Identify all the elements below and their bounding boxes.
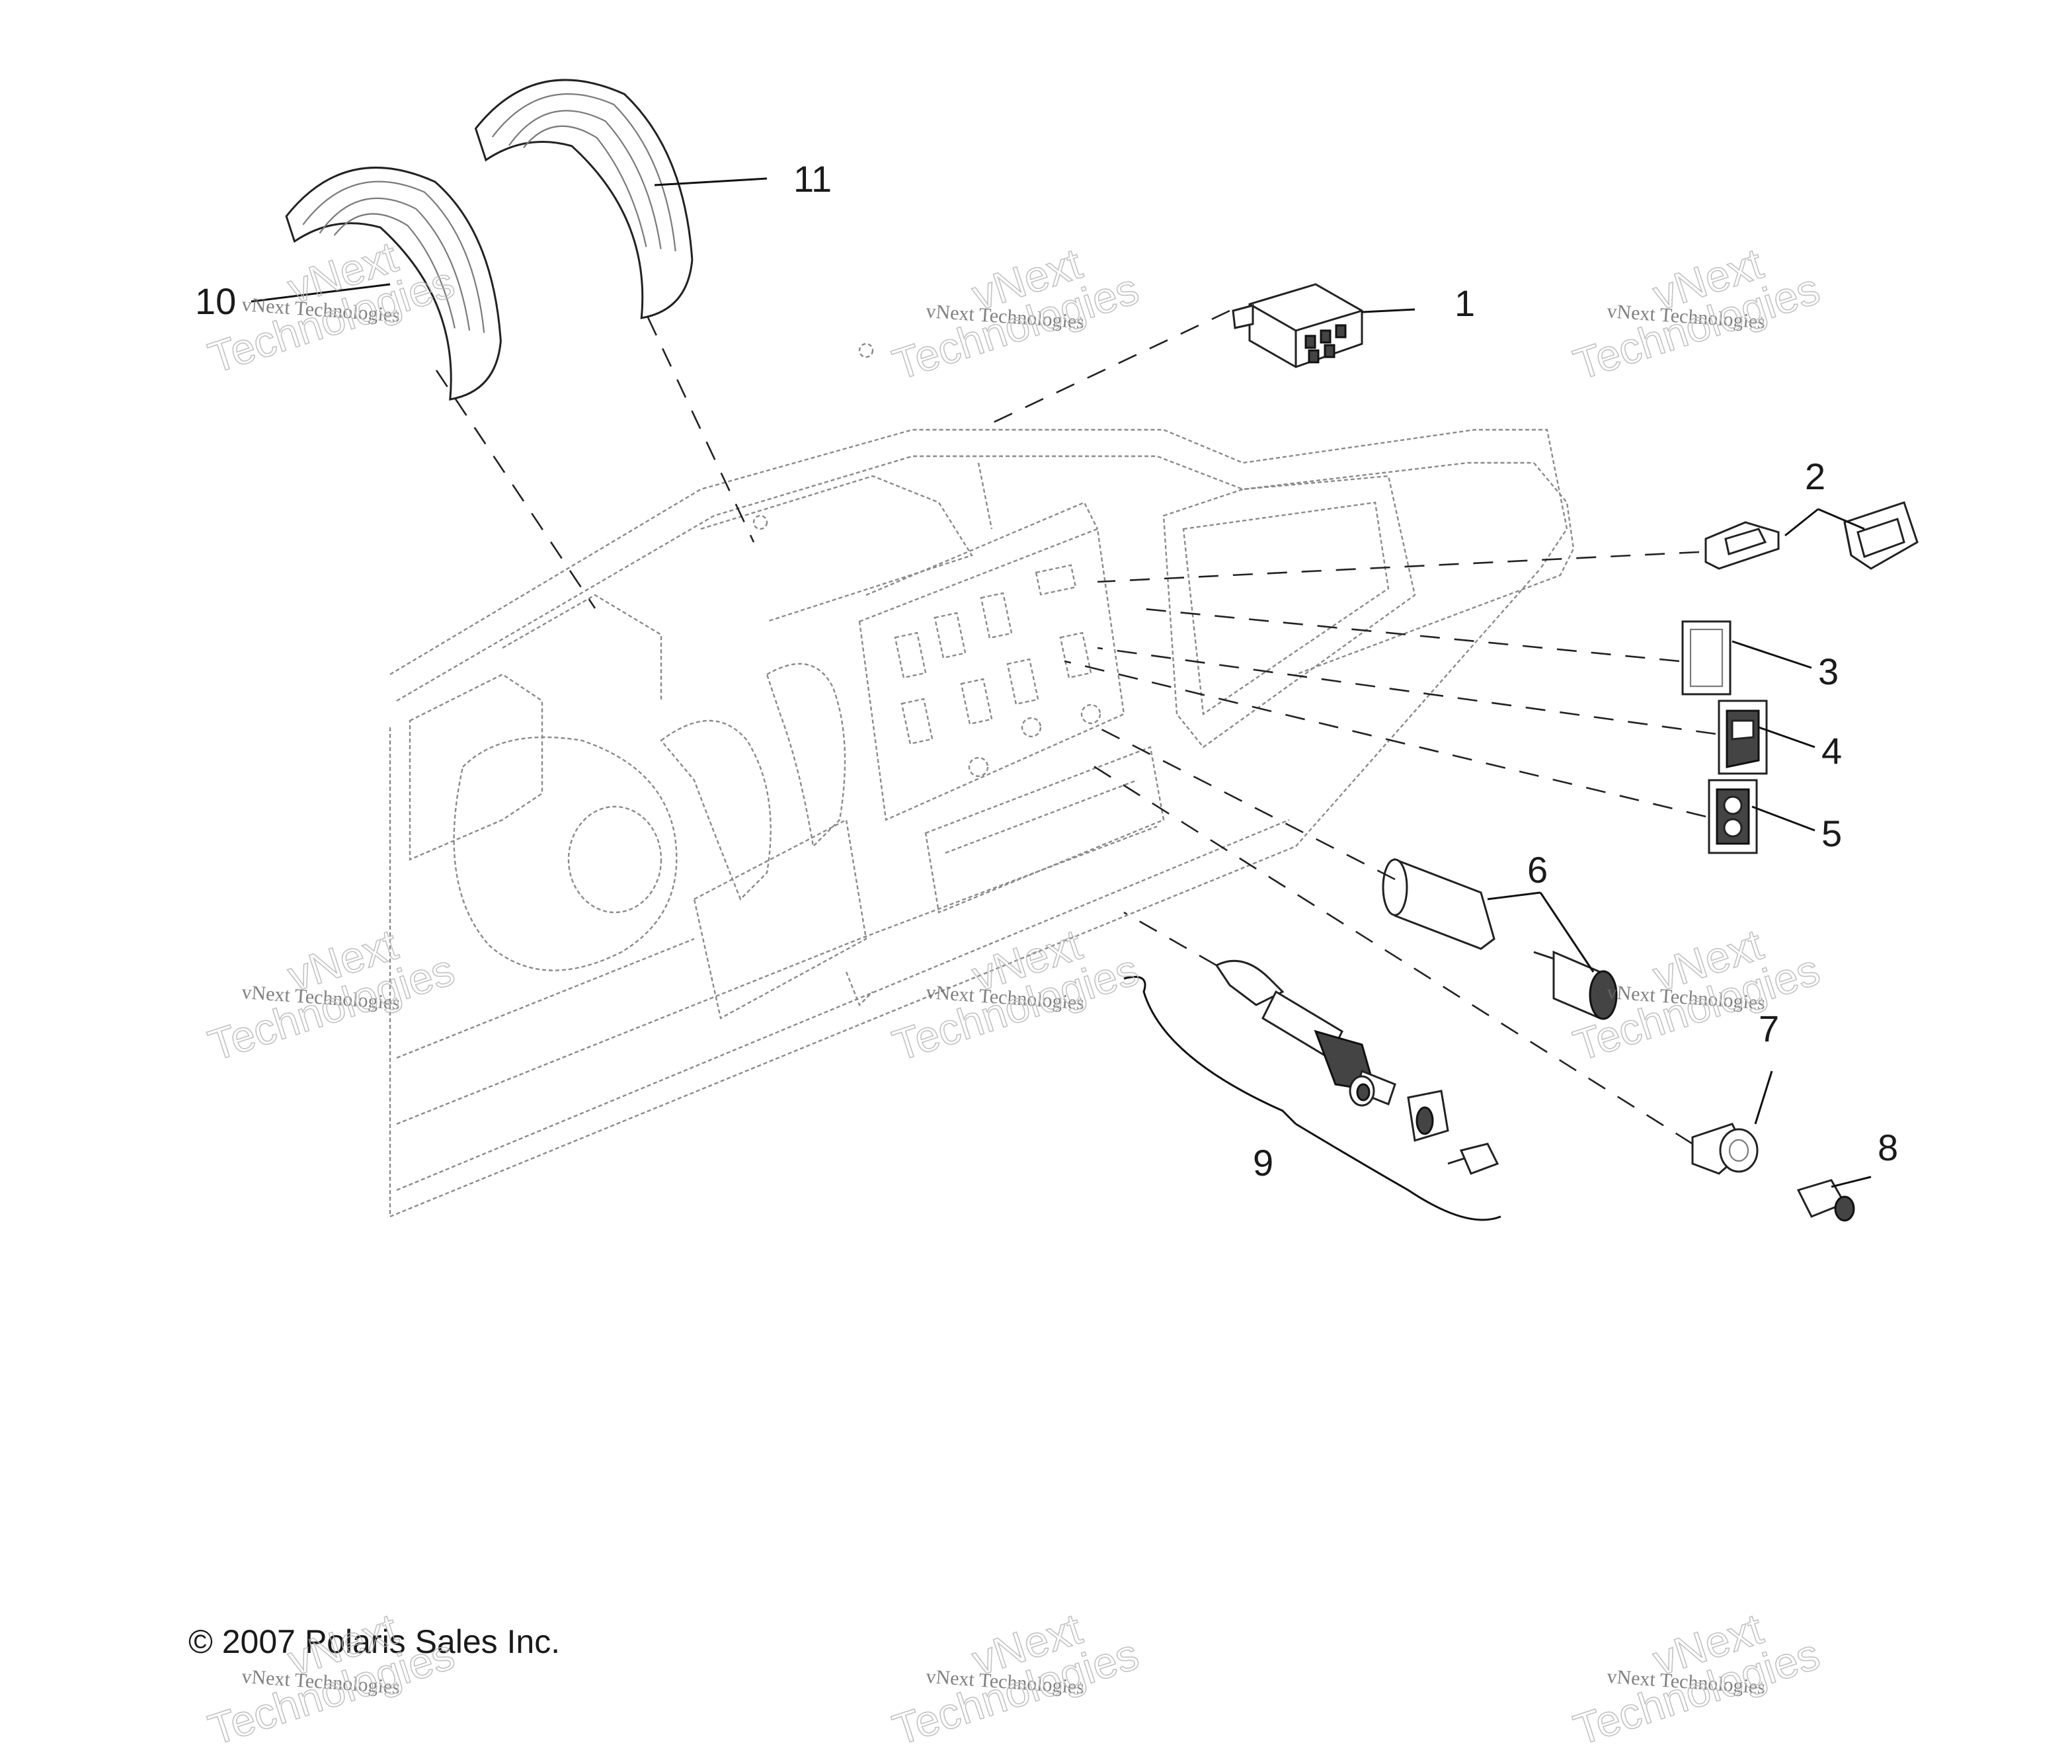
- dual-switch-part-5: [1708, 779, 1758, 854]
- grommet-part-7: [1691, 1123, 1759, 1175]
- callout-3: 3: [1818, 651, 1839, 692]
- dashboard-assembly: [389, 336, 1575, 1218]
- callout-9: 9: [1253, 1142, 1273, 1183]
- callout-6: 6: [1527, 849, 1548, 891]
- callout-8: 8: [1878, 1127, 1898, 1168]
- ignition-switch-kit-part-9: [1123, 959, 1501, 1221]
- watermark-bottom-center: vNext Technologies vNext Technologies: [887, 1603, 1145, 1755]
- callout-5: 5: [1821, 813, 1842, 854]
- grip-pad-part-11: [474, 79, 694, 319]
- assembly-guide-lines: [435, 309, 1716, 1145]
- watermark-middle-center: vNext Technologies vNext Technologies: [887, 919, 1145, 1070]
- copyright-notice: © 2007 Polaris Sales Inc.: [188, 1623, 560, 1660]
- callout-labels: 1 2 3 4 5 6 7 8 9 10 11: [195, 158, 1898, 1183]
- callout-7: 7: [1759, 1008, 1779, 1049]
- watermark-top-center: vNext Technologies vNext Technologies: [887, 238, 1145, 389]
- watermark-bottom-right: vNext Technologies vNext Technologies: [1568, 1603, 1826, 1755]
- watermark-top-right: vNext Technologies vNext Technologies: [1568, 238, 1826, 389]
- power-outlet-part-6: [1382, 858, 1618, 1020]
- grip-pad-part-10: [285, 167, 502, 401]
- connector-part-1: [1232, 283, 1363, 368]
- rocker-switch-part-4: [1718, 700, 1768, 775]
- callout-2: 2: [1805, 456, 1825, 497]
- panel-plate-part-3: [1681, 620, 1732, 696]
- watermark-middle-right: vNext Technologies vNext Technologies: [1568, 919, 1826, 1070]
- callout-4: 4: [1821, 730, 1842, 772]
- lamp-socket-part-8: [1796, 1179, 1855, 1222]
- callout-10: 10: [195, 280, 236, 322]
- callout-1: 1: [1454, 282, 1475, 324]
- callout-11: 11: [793, 158, 832, 200]
- switch-bezel-part-2: [1704, 501, 1919, 570]
- callout-leaders: [251, 177, 1872, 1188]
